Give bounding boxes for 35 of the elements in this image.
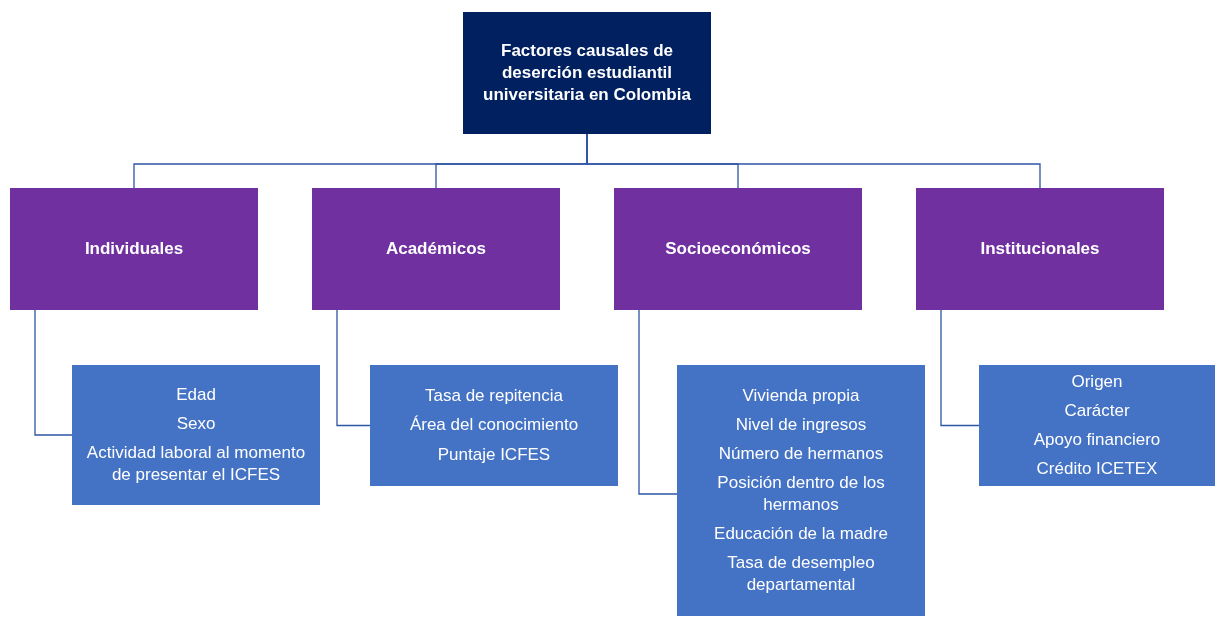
- factor-item: Tasa de desempleo departamental: [726, 552, 876, 597]
- factor-item: Educación de la madre: [714, 523, 888, 546]
- factor-item: Apoyo financiero: [1033, 429, 1161, 451]
- connector-line: [586, 133, 1041, 189]
- factor-item: Origen: [1071, 370, 1123, 393]
- factor-item: Área del conocimiento: [409, 414, 579, 437]
- factor-item: Posición dentro de los hermanos: [716, 471, 886, 516]
- category-box: [312, 188, 560, 310]
- factor-item: Carácter: [1064, 399, 1130, 422]
- factor-item: Número de hermanos: [718, 442, 884, 465]
- factor-list-box: [677, 365, 925, 616]
- connector-line: [638, 309, 678, 495]
- category-box: [10, 188, 258, 310]
- connector-line: [34, 309, 73, 436]
- category-box: [916, 188, 1164, 310]
- category-label: Socioeconómicos: [665, 239, 811, 259]
- category-label: Institucionales: [980, 239, 1100, 259]
- connector-line: [336, 309, 371, 427]
- title-box: [463, 12, 711, 134]
- factor-item: Crédito ICETEX: [1036, 458, 1158, 481]
- category-label: Individuales: [84, 239, 184, 259]
- factor-item: Nivel de ingresos: [735, 413, 867, 436]
- factor-list-box: [72, 365, 320, 505]
- category-box: [614, 188, 862, 310]
- factor-item: Sexo: [176, 412, 216, 435]
- factor-item: Puntaje ICFES: [437, 443, 551, 466]
- factor-item: Edad: [176, 383, 216, 406]
- title-text: Factores causales de deserción estudiantil universitaria en Colombia: [482, 39, 692, 107]
- connector-line: [940, 309, 980, 427]
- factor-item: Tasa de repitencia: [425, 385, 563, 408]
- factor-list-box: [979, 365, 1215, 486]
- factor-item: Vivienda propia: [742, 384, 860, 407]
- factor-item: Actividad laboral al momento de presentar el ICFES: [85, 442, 307, 487]
- category-label: Académicos: [385, 239, 487, 259]
- factor-list-box: [370, 365, 618, 486]
